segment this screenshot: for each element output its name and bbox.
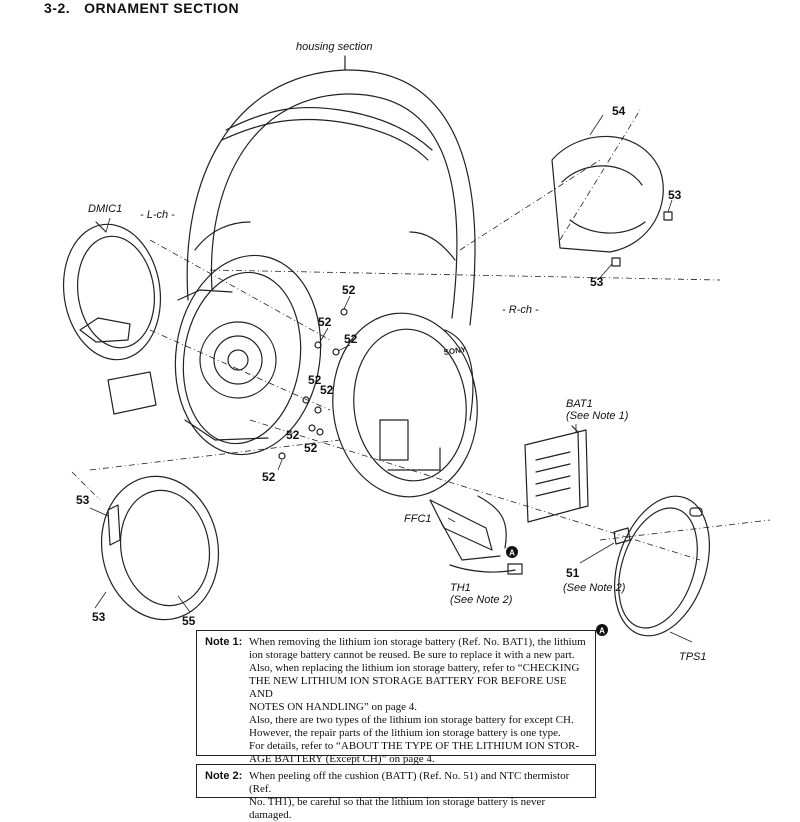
callout-53-top: 53 <box>668 188 682 202</box>
label-item51-note: (See Note 2) <box>563 582 626 594</box>
callout-52-a: 52 <box>342 283 356 297</box>
callout-53-left-top: 53 <box>76 493 90 507</box>
callout-52-b: 52 <box>318 315 332 329</box>
label-bat1-note: (See Note 1) <box>566 410 629 422</box>
label-r-ch: - R-ch - <box>502 304 539 316</box>
callout-51: 51 <box>566 566 580 580</box>
label-ffc1: FFC1 <box>404 513 432 525</box>
note-1-line: AGE BATTERY (Except CH)” on page 4. <box>249 753 435 765</box>
label-bat1: BAT1 <box>566 398 593 410</box>
callout-52-g: 52 <box>304 441 318 455</box>
callout-53-left-bottom: 53 <box>92 610 106 624</box>
note-2-label: Note 2: <box>205 770 243 782</box>
section-title: 3-2. ORNAMENT SECTION <box>44 0 239 16</box>
callout-52-e: 52 <box>320 383 334 397</box>
exploded-view-diagram: A A housing section - L-ch - - R-ch - DM… <box>62 41 771 663</box>
callout-53-lower: 53 <box>590 275 604 289</box>
headband <box>186 55 476 326</box>
note-1-line: For details, refer to “ABOUT THE TYPE OF… <box>249 740 580 752</box>
callout-54: 54 <box>612 104 626 118</box>
label-tps1: TPS1 <box>679 651 707 663</box>
callout-52-c: 52 <box>344 332 358 346</box>
callout-55: 55 <box>182 614 196 628</box>
note-1-box: Note 1: When removing the lithium ion st… <box>196 630 596 765</box>
note-1-line: However, the repair parts of the lithium… <box>249 727 561 739</box>
note-1-line: NOTES ON HANDLING” on page 4. <box>249 701 418 713</box>
label-housing-section: housing section <box>296 41 372 53</box>
note-1-line: When removing the lithium ion storage ba… <box>249 636 586 648</box>
section-name: ORNAMENT SECTION <box>84 0 240 16</box>
note-2-box: Note 2: When peeling off the cushion (BA… <box>196 764 596 821</box>
note-1-line: Also, there are two types of the lithium… <box>249 714 574 726</box>
alignment-lines <box>71 109 771 561</box>
right-earcup <box>332 312 478 498</box>
flex-cable-ffc1 <box>429 495 507 561</box>
note-1-line: Also, when replacing the lithium ion sto… <box>249 662 580 674</box>
dmic1-ring <box>62 221 162 415</box>
note-2-body: When peeling off the cushion (BATT) (Ref… <box>249 770 587 822</box>
label-l-ch: - L-ch - <box>140 209 175 221</box>
label-th1-note: (See Note 2) <box>450 594 513 606</box>
note-1-line: ion storage battery cannot be reused. Be… <box>249 649 575 661</box>
leader-lines <box>89 114 693 643</box>
left-earcup <box>174 254 322 456</box>
label-dmic1: DMIC1 <box>88 203 122 215</box>
outer-cover-tps1 <box>614 495 710 637</box>
note-1-label: Note 1: <box>205 636 243 648</box>
section-number: 3-2. <box>44 0 71 16</box>
outer-cover-55 <box>100 475 220 621</box>
brand-logo-text: SONY <box>443 345 467 357</box>
thermistor-th1 <box>449 563 523 575</box>
marker-a-1: A <box>506 546 518 558</box>
battery-bat1 <box>524 425 589 523</box>
marker-a-2: A <box>596 624 608 636</box>
battery-holder-54 <box>551 135 673 267</box>
callout-52-f: 52 <box>286 428 300 442</box>
note-1-body: When removing the lithium ion storage ba… <box>249 636 587 766</box>
callout-52-d: 52 <box>308 373 322 387</box>
label-th1: TH1 <box>450 582 471 594</box>
callout-52-h: 52 <box>262 470 276 484</box>
note-1-line: THE NEW LITHIUM ION STORAGE BATTERY FOR … <box>249 675 567 700</box>
marker-a-1-text: A <box>509 549 515 558</box>
cushion-51 <box>613 527 631 545</box>
marker-a-2-text: A <box>599 627 605 636</box>
note-2-line: When peeling off the cushion (BATT) (Ref… <box>249 770 570 795</box>
